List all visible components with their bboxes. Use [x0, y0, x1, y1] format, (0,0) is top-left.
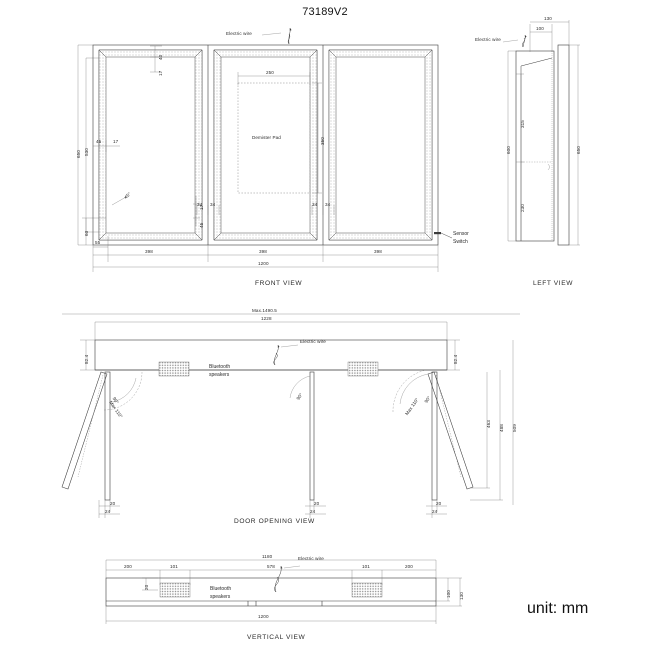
door-dim-24-mid: 24	[310, 509, 316, 514]
front-view-dimensions	[77, 44, 439, 272]
vertical-bluetooth-label-2: speakers	[210, 594, 231, 600]
door-opening-electric-wire	[273, 344, 299, 366]
front-dim-panel2: 398	[259, 249, 267, 254]
left-dim-100: 100	[536, 26, 544, 31]
door-dim-463: 463	[486, 420, 491, 428]
door-dim-82-4-right: 82.4	[453, 354, 458, 364]
vertical-dim-101-left: 101	[170, 564, 178, 569]
door-electric-wire-label: Electric wire	[300, 339, 326, 344]
front-dim-panel3: 398	[374, 249, 382, 254]
door-opening-view-caption: DOOR OPENING VIEW	[234, 518, 315, 525]
left-dim-315: 315	[520, 120, 525, 128]
unit-note: unit: mm	[527, 600, 589, 617]
front-dim-panel1: 398	[145, 249, 153, 254]
left-dim-130: 130	[544, 16, 552, 21]
door-dim-1228: 1228	[261, 316, 272, 321]
front-view-body	[92, 44, 453, 246]
left-electric-wire	[502, 34, 527, 48]
door-bluetooth-label-2: speakers	[209, 372, 230, 378]
page-title: 73189V2	[302, 6, 348, 18]
left-electric-wire-label: Electric wire	[475, 37, 501, 42]
door-dim-488: 488	[499, 424, 504, 432]
vertical-dim-100: 100	[446, 590, 451, 598]
front-electric-wire-label: Electric wire	[226, 31, 252, 36]
front-dim-350: 350	[320, 137, 325, 145]
sensor-switch-label-1: Sensor	[453, 231, 469, 237]
left-dim-230: 230	[520, 204, 525, 212]
front-dim-60: 60	[84, 230, 89, 236]
left-dim-600: 600	[506, 146, 511, 154]
vertical-dim-578: 578	[267, 564, 275, 569]
front-dim-250: 250	[266, 70, 274, 75]
front-dim-530: 530	[84, 148, 89, 156]
front-electric-wire	[261, 27, 292, 45]
front-dim-34-a: 34	[197, 202, 203, 207]
sensor-switch-label-2: Switch	[453, 239, 468, 245]
left-view-body	[515, 44, 570, 246]
front-view-caption: FRONT VIEW	[255, 280, 303, 287]
door-opening-dimensions	[62, 313, 520, 518]
vertical-view-body	[105, 577, 437, 607]
vertical-dim-20: 20	[144, 584, 149, 590]
door-dim-max-span: Max.1490.5	[252, 308, 277, 313]
front-dim-45-left: 45	[96, 139, 102, 144]
demister-pad-label: Demister Pad	[252, 135, 281, 140]
door-dim-20-right: 20	[436, 501, 442, 506]
vertical-electric-wire-label: Electric wire	[298, 556, 324, 561]
front-dim-17-top: 17	[158, 70, 163, 76]
door-dim-509: 509	[512, 424, 517, 432]
left-view-dimensions	[507, 20, 580, 246]
door-dim-24-right: 24	[432, 509, 438, 514]
left-dim-650: 650	[576, 146, 581, 154]
front-dim-650: 650	[76, 150, 81, 158]
vertical-dim-1200: 1200	[258, 614, 269, 619]
vertical-view-caption: VERTICAL VIEW	[247, 634, 306, 641]
vertical-bluetooth-label-1: Bluetooth	[210, 586, 232, 592]
vertical-dim-101-right: 101	[362, 564, 370, 569]
vertical-dim-200-left: 200	[124, 564, 132, 569]
front-dim-55: 55	[95, 240, 101, 245]
door-dim-20-left: 20	[110, 501, 116, 506]
front-dim-17-left: 17	[113, 139, 119, 144]
vertical-dim-1180: 1180	[262, 554, 273, 559]
front-dim-1200: 1200	[258, 261, 269, 266]
vertical-dim-130: 130	[459, 592, 464, 600]
front-dim-34-b: 34	[210, 202, 216, 207]
vertical-dim-200-right: 200	[405, 564, 413, 569]
front-dim-45-bottom: 45	[199, 222, 204, 228]
door-opening-body	[61, 339, 474, 501]
door-bluetooth-label-1: Bluetooth	[209, 364, 231, 370]
vertical-electric-wire	[274, 565, 301, 593]
vertical-view-dimensions	[105, 559, 462, 624]
front-dim-40: 40	[158, 54, 163, 60]
door-dim-20-mid: 20	[314, 501, 320, 506]
left-view-caption: LEFT VIEW	[533, 280, 574, 287]
front-dim-34-c: 34	[312, 202, 318, 207]
door-dim-24-left: 24	[105, 509, 111, 514]
door-dim-82-4-left: 82.4	[84, 354, 89, 364]
front-dim-34-d: 34	[325, 202, 331, 207]
